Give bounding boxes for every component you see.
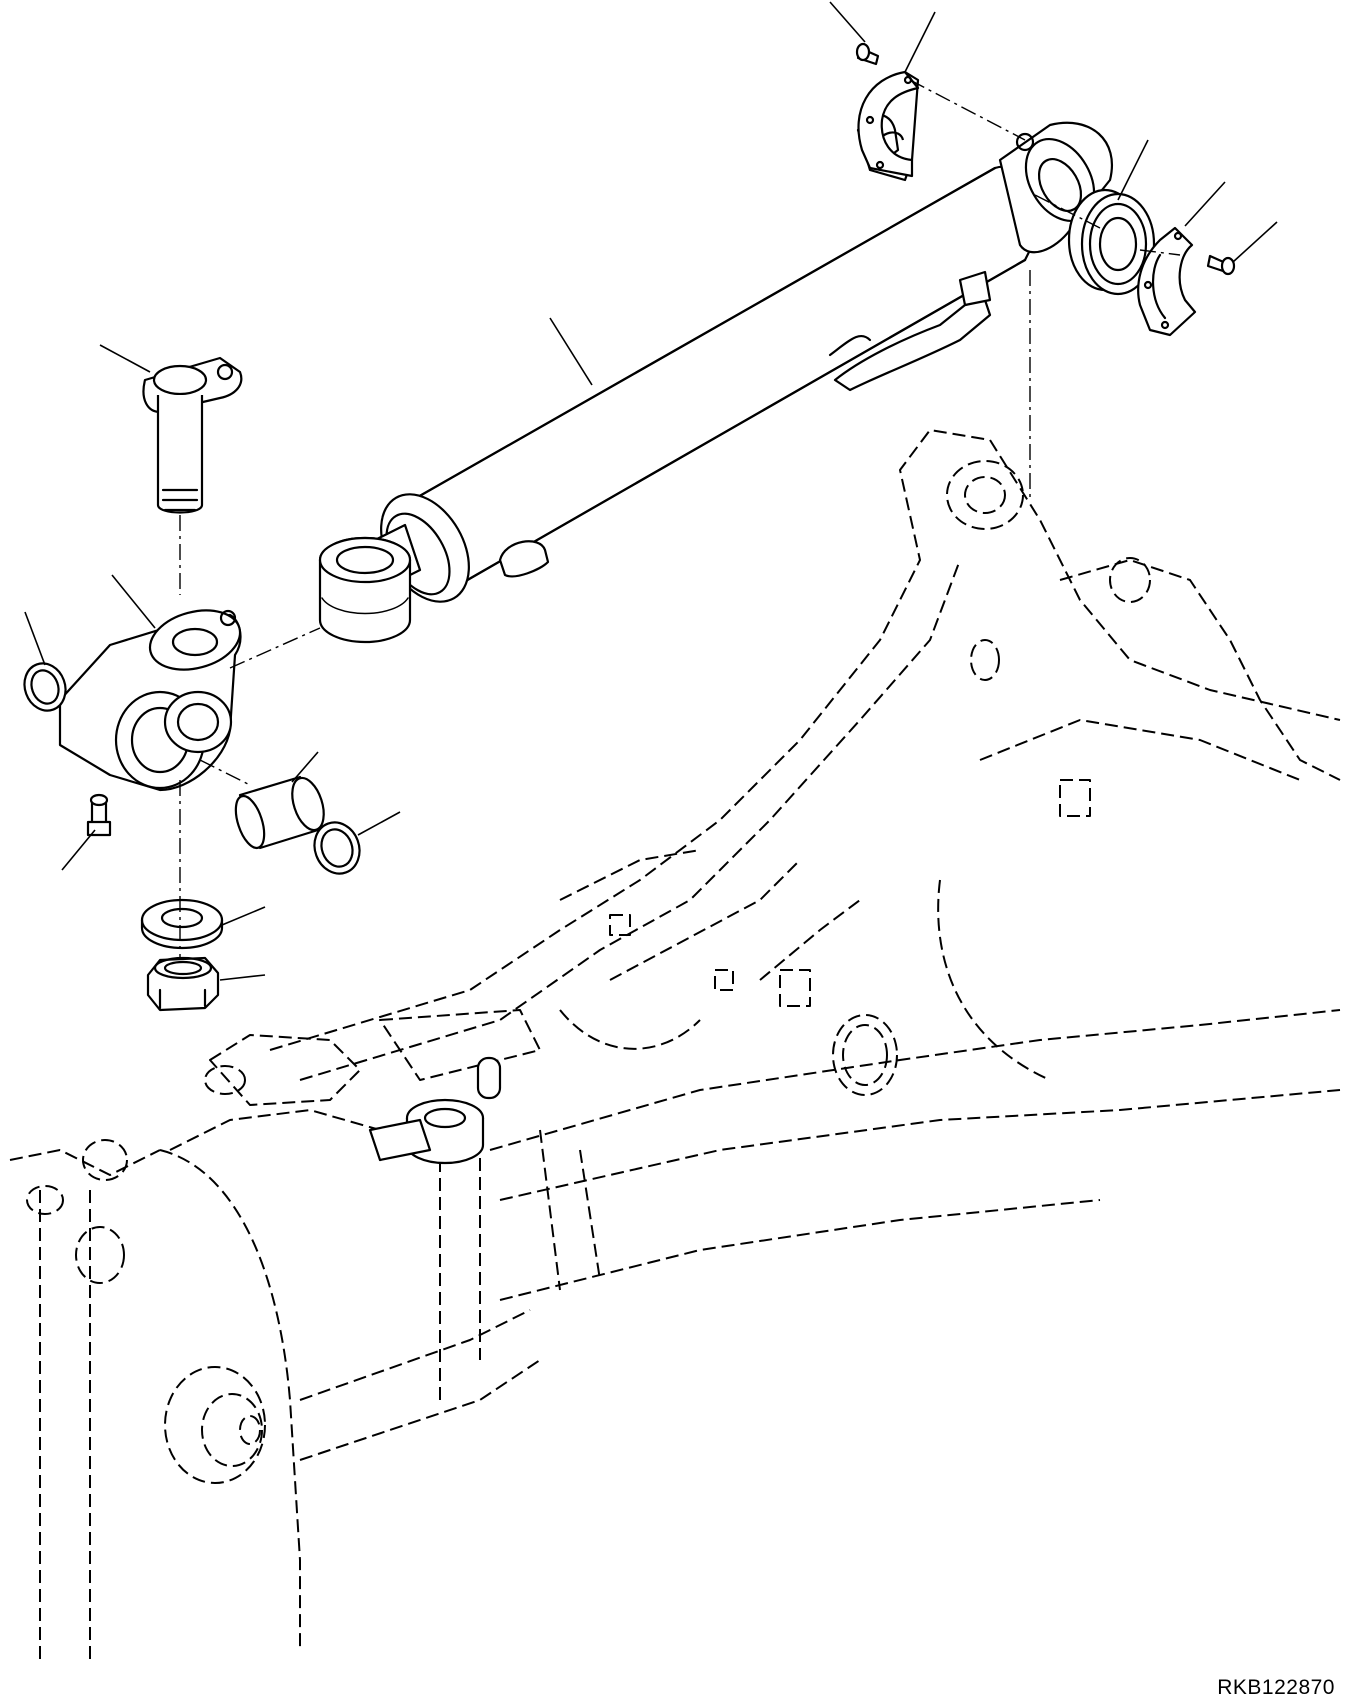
washer bbox=[140, 898, 224, 950]
boom-frame-outline bbox=[9, 429, 1341, 1660]
hydraulic-cylinder bbox=[318, 121, 1113, 644]
nut bbox=[146, 956, 220, 1012]
frame-top-pin bbox=[368, 1056, 502, 1165]
grease-fitting bbox=[86, 793, 112, 837]
drawing-reference-code: RKB122870 bbox=[1217, 1676, 1335, 1699]
retaining-plate-upper bbox=[856, 70, 920, 182]
spherical-bearing bbox=[1067, 188, 1156, 296]
bolts-right bbox=[855, 42, 1236, 276]
snap-ring-right bbox=[313, 821, 361, 875]
frame-pin-bosses bbox=[26, 460, 1151, 1484]
snap-ring-left bbox=[23, 662, 67, 712]
pin bbox=[142, 356, 243, 514]
alignment-centerlines bbox=[179, 79, 1181, 960]
callout-leaders bbox=[24, 1, 1278, 981]
retaining-plate-lower bbox=[1137, 226, 1197, 337]
clevis-bracket bbox=[58, 609, 242, 792]
bushing bbox=[234, 775, 325, 850]
